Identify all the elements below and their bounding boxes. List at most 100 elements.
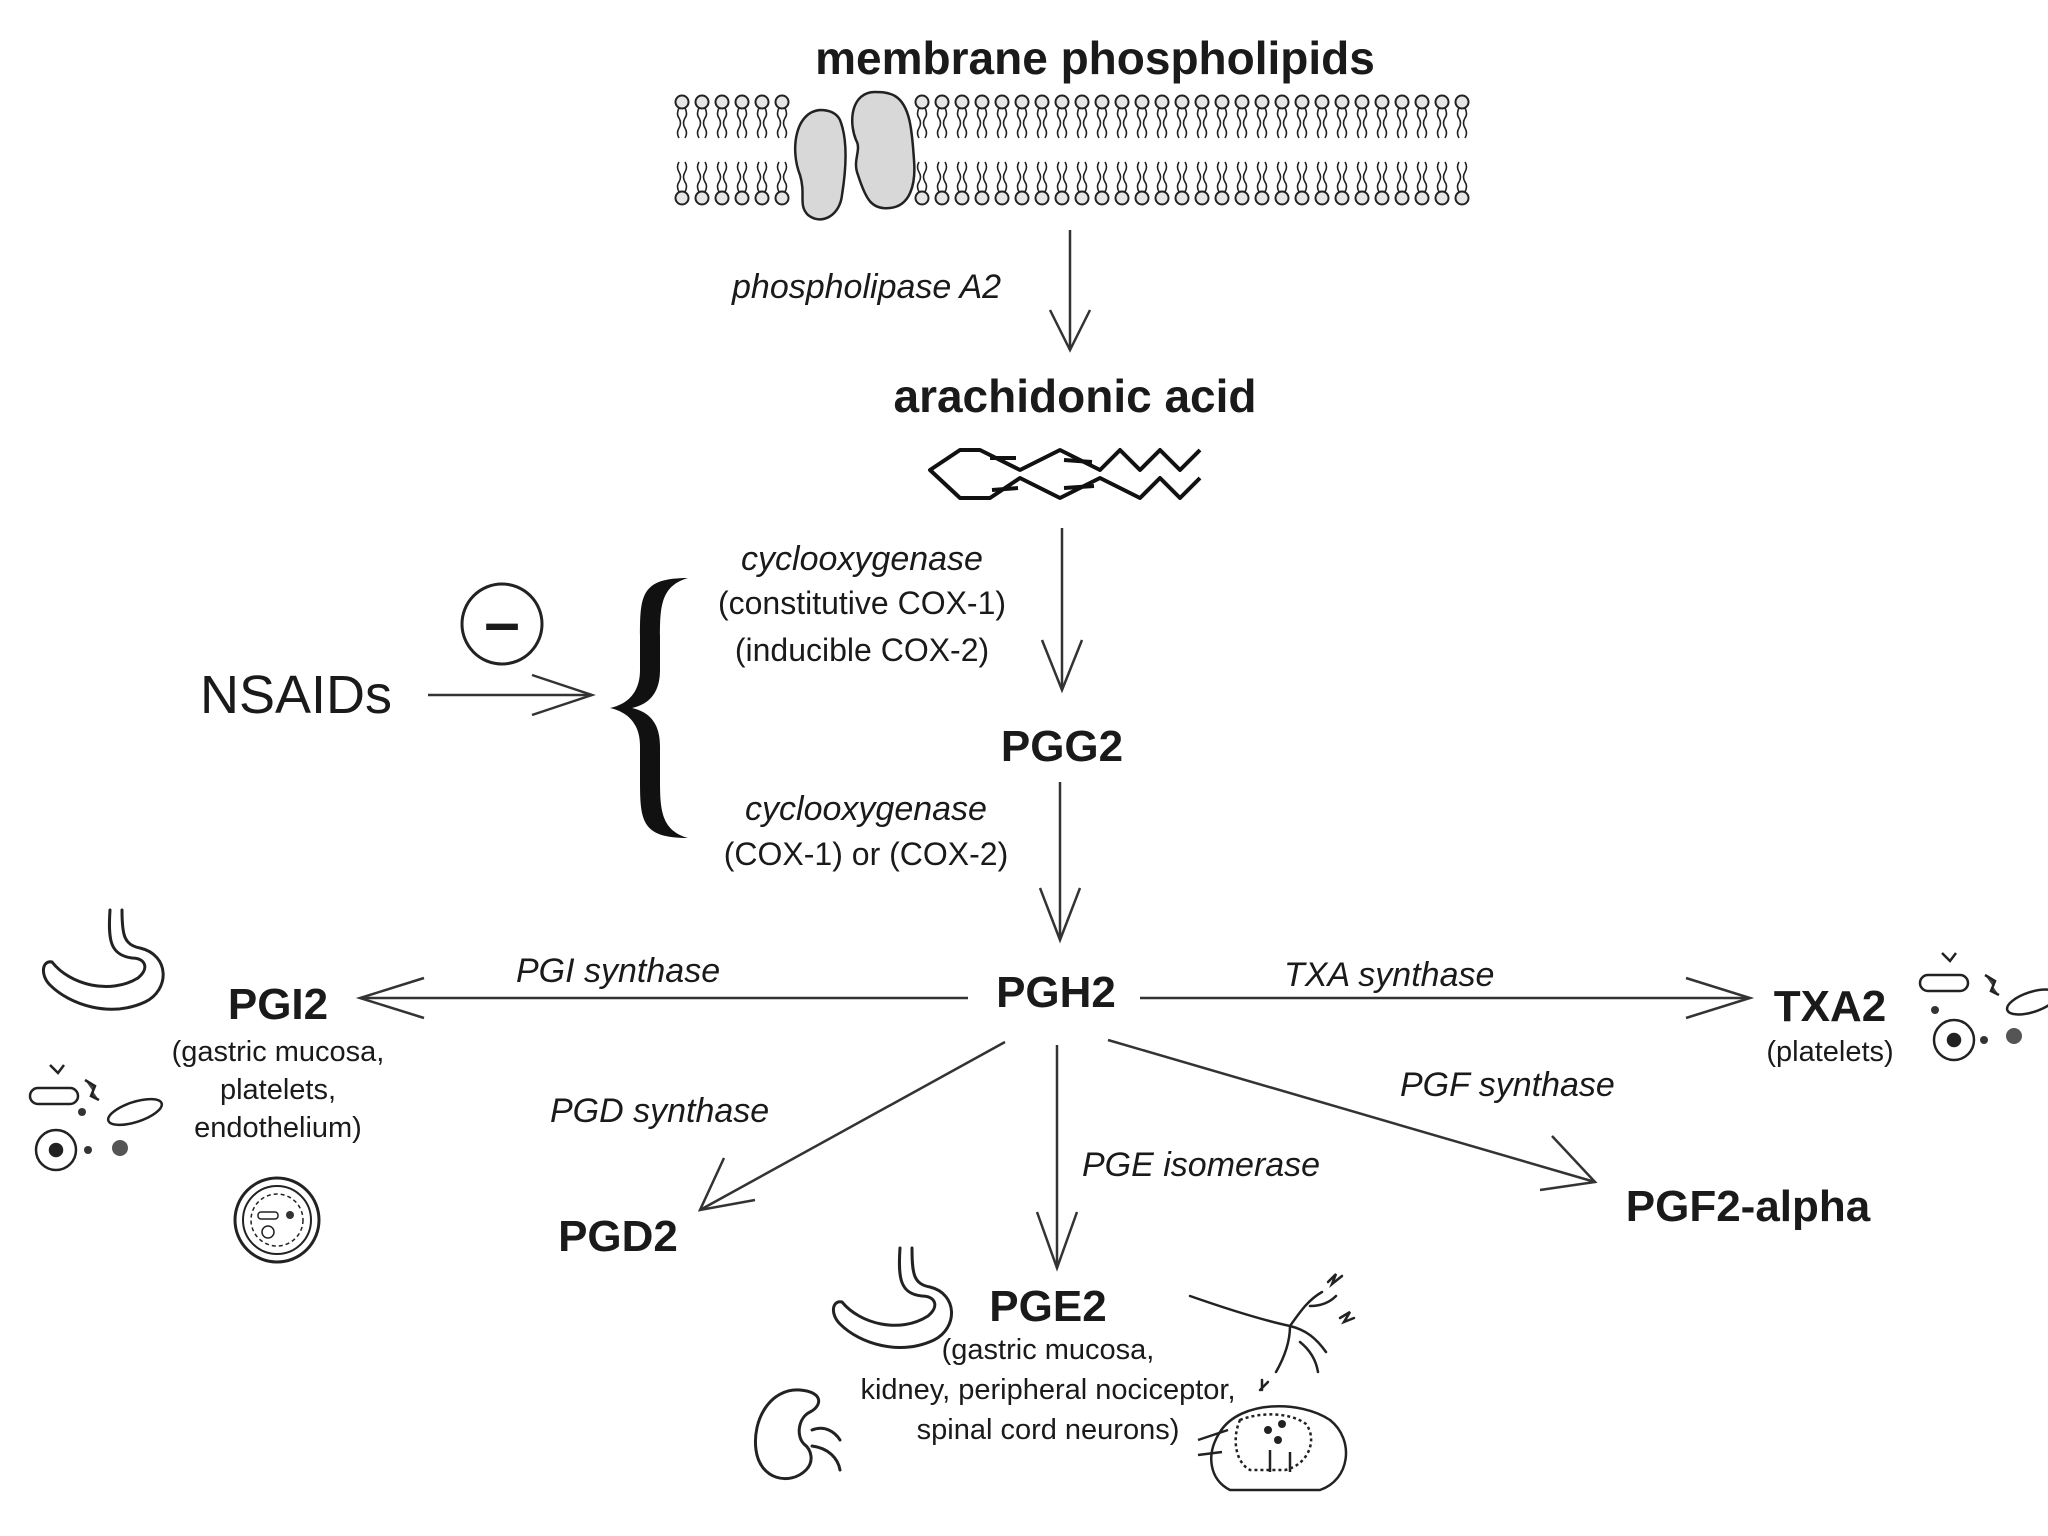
node-arachidonic-acid: arachidonic acid bbox=[893, 370, 1257, 422]
tissue-pge2-line3: spinal cord neurons) bbox=[916, 1414, 1180, 1446]
tissue-txa2-line1: (platelets) bbox=[1766, 1036, 1894, 1068]
kidney-icon bbox=[753, 1388, 842, 1481]
arachidonic-acid-structure-icon bbox=[928, 448, 1202, 500]
phospholipid-head-bottom bbox=[774, 161, 790, 206]
phospholipid-head-bottom bbox=[934, 161, 950, 206]
phospholipid-head-top bbox=[1114, 94, 1130, 139]
phospholipid-head-bottom bbox=[754, 161, 770, 206]
arrowhead-membrane-to-aa bbox=[1048, 309, 1092, 353]
phospholipid-head-bottom bbox=[1094, 161, 1110, 206]
inhibitor-nsaids: NSAIDs bbox=[200, 665, 393, 725]
phospholipid-head-top bbox=[1194, 94, 1210, 139]
node-pgg2: PGG2 bbox=[1000, 722, 1124, 771]
arrowhead-nsaids bbox=[531, 673, 596, 717]
arrowhead-aa-to-pgg2 bbox=[1040, 639, 1084, 694]
phospholipid-head-bottom bbox=[1114, 161, 1130, 206]
phospholipid-head-top bbox=[954, 94, 970, 139]
platelets-icon bbox=[1918, 952, 2048, 1062]
phospholipid-head-top bbox=[1434, 94, 1450, 139]
phospholipid-head-bottom bbox=[1034, 161, 1050, 206]
phospholipid-head-bottom bbox=[694, 161, 710, 206]
phospholipid-head-bottom bbox=[1014, 161, 1030, 206]
phospholipid-head-bottom bbox=[1274, 161, 1290, 206]
arrowhead-pgh2-to-pgd2 bbox=[697, 1157, 756, 1212]
enzyme-pgd-synthase: PGD synthase bbox=[550, 1092, 770, 1130]
enzyme-cox-inducible: (inducible COX-2) bbox=[734, 632, 990, 668]
phospholipid-head-top bbox=[1454, 94, 1470, 139]
phospholipid-head-bottom bbox=[714, 161, 730, 206]
nociceptor-icon bbox=[1188, 1273, 1356, 1392]
phospholipid-head-bottom bbox=[954, 161, 970, 206]
phospholipid-head-top bbox=[694, 94, 710, 139]
node-pgi2: PGI2 bbox=[227, 980, 329, 1029]
node-txa2: TXA2 bbox=[1773, 982, 1887, 1031]
phospholipid-head-top bbox=[914, 94, 930, 139]
phospholipid-head-top bbox=[1394, 94, 1410, 139]
inhibition-sign-icon bbox=[460, 582, 544, 666]
phospholipid-head-bottom bbox=[1294, 161, 1310, 206]
enzyme-pgf-synthase: PGF synthase bbox=[1400, 1066, 1615, 1104]
phospholipid-head-top bbox=[1054, 94, 1070, 139]
arrowhead-pgh2-to-pgi2 bbox=[355, 976, 425, 1020]
node-pgh2: PGH2 bbox=[996, 968, 1116, 1017]
platelets-icon bbox=[28, 1064, 164, 1172]
arrow-pgh2-to-pgd2 bbox=[699, 1040, 1006, 1212]
arrowhead-pgh2-to-txa2 bbox=[1685, 976, 1755, 1020]
phospholipid-head-top bbox=[1274, 94, 1290, 139]
arrow-pgh2-to-pgf2a bbox=[1107, 1038, 1596, 1184]
node-pge2: PGE2 bbox=[989, 1282, 1107, 1331]
membrane-bilayer-icon bbox=[674, 90, 1470, 221]
phospholipid-head-top bbox=[1014, 94, 1030, 139]
phospholipid-head-bottom bbox=[1394, 161, 1410, 206]
phospholipid-head-top bbox=[934, 94, 950, 139]
phospholipid-head-top bbox=[774, 94, 790, 139]
inhibition-sign-label: – bbox=[484, 586, 520, 658]
phospholipid-head-bottom bbox=[1154, 161, 1170, 206]
curly-brace-icon bbox=[610, 578, 688, 838]
tissue-pgi2-line3: endothelium) bbox=[194, 1112, 362, 1144]
phospholipid-head-bottom bbox=[674, 161, 690, 206]
phospholipid-head-top bbox=[1074, 94, 1090, 139]
phospholipid-head-top bbox=[754, 94, 770, 139]
membrane-protein-left bbox=[793, 108, 847, 221]
stomach-icon bbox=[832, 1246, 953, 1349]
enzyme-cox-constitutive: (constitutive COX-1) bbox=[717, 585, 1007, 621]
phospholipid-head-top bbox=[994, 94, 1010, 139]
membrane-protein-right bbox=[851, 90, 916, 210]
phospholipid-head-top bbox=[714, 94, 730, 139]
tissue-pgi2-line1: (gastric mucosa, bbox=[171, 1036, 385, 1068]
tissue-pge2-line1: (gastric mucosa, bbox=[941, 1334, 1155, 1366]
enzyme-pgi-synthase: PGI synthase bbox=[516, 952, 721, 990]
phospholipid-head-bottom bbox=[994, 161, 1010, 206]
enzyme-cyclooxygenase-1: cyclooxygenase bbox=[741, 540, 983, 578]
phospholipid-head-top bbox=[1374, 94, 1390, 139]
phospholipid-head-top bbox=[1254, 94, 1270, 139]
phospholipid-head-bottom bbox=[1314, 161, 1330, 206]
tissue-pgi2-line2: platelets, bbox=[219, 1074, 337, 1106]
phospholipid-head-bottom bbox=[734, 161, 750, 206]
enzyme-cyclooxygenase-2: cyclooxygenase bbox=[745, 790, 987, 828]
arrowhead-pgh2-to-pgf2a bbox=[1539, 1135, 1598, 1192]
enzyme-pge-isomerase: PGE isomerase bbox=[1082, 1146, 1321, 1184]
enzyme-phospholipase-a2: phospholipase A2 bbox=[732, 268, 1002, 306]
phospholipid-head-top bbox=[734, 94, 750, 139]
node-pgd2: PGD2 bbox=[558, 1212, 678, 1261]
phospholipid-head-bottom bbox=[1254, 161, 1270, 206]
phospholipid-head-bottom bbox=[1174, 161, 1190, 206]
phospholipid-head-bottom bbox=[1374, 161, 1390, 206]
phospholipid-head-top bbox=[1314, 94, 1330, 139]
spinal-cord-icon bbox=[1197, 1405, 1348, 1492]
phospholipid-head-top bbox=[1294, 94, 1310, 139]
phospholipid-head-top bbox=[1214, 94, 1230, 139]
phospholipid-head-top bbox=[1174, 94, 1190, 139]
arrowhead-pgg2-to-pgh2 bbox=[1038, 887, 1082, 944]
phospholipid-head-top bbox=[1134, 94, 1150, 139]
phospholipid-head-bottom bbox=[1194, 161, 1210, 206]
blood-vessel-icon bbox=[233, 1176, 321, 1264]
phospholipid-head-top bbox=[974, 94, 990, 139]
phospholipid-head-bottom bbox=[1074, 161, 1090, 206]
phospholipid-head-bottom bbox=[1414, 161, 1430, 206]
node-membrane-phospholipids: membrane phospholipids bbox=[815, 32, 1375, 84]
phospholipid-head-bottom bbox=[1354, 161, 1370, 206]
